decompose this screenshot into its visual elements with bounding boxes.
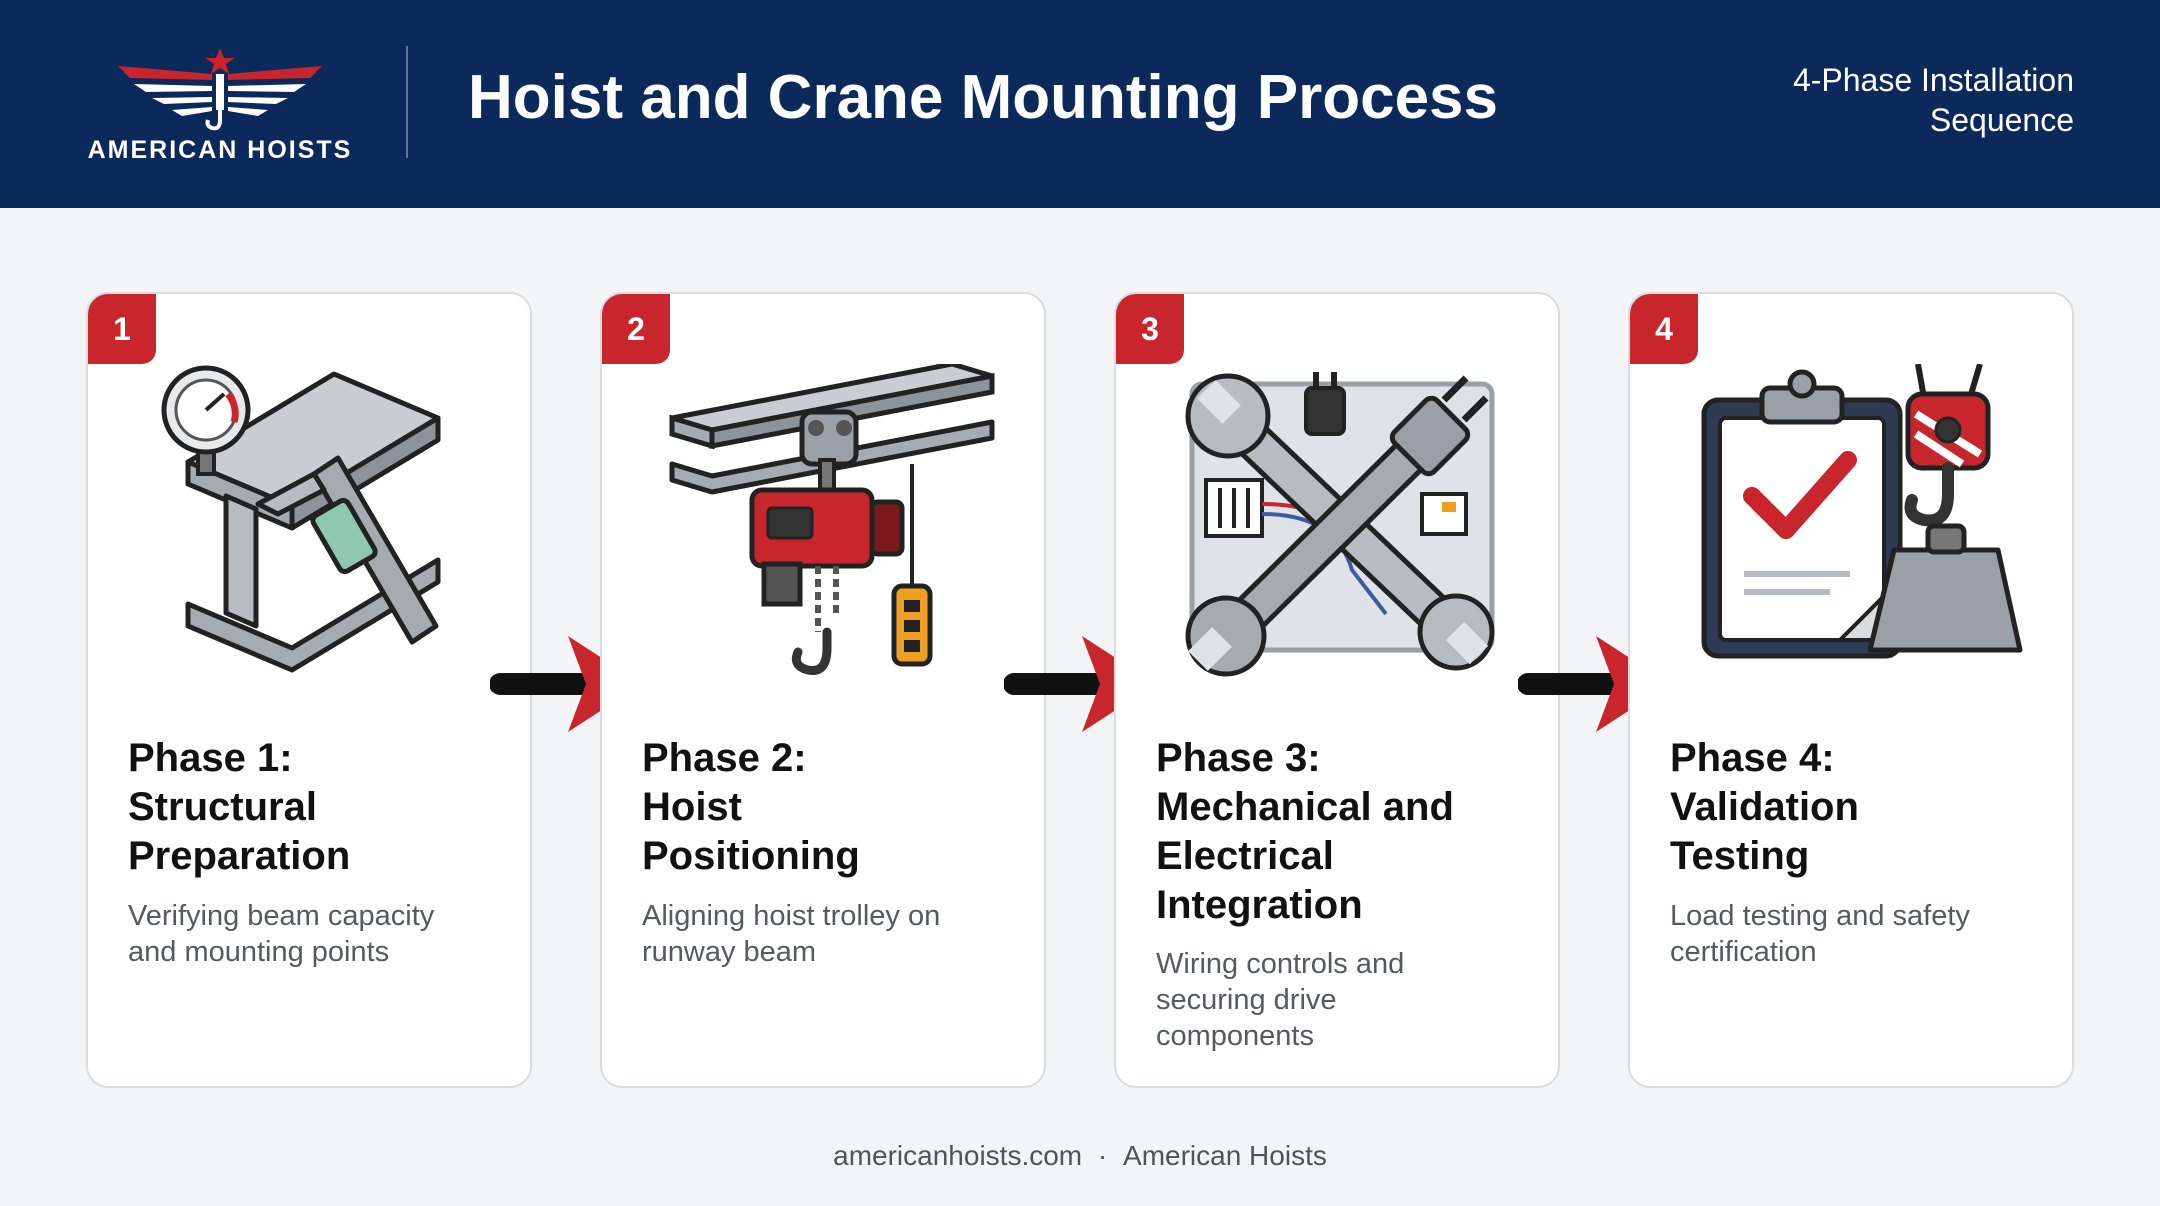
header-divider xyxy=(406,46,408,158)
page-title: Hoist and Crane Mounting Process xyxy=(468,63,1499,132)
page-subtitle: 4-Phase Installation Sequence xyxy=(1792,62,2074,138)
footer-site-link[interactable]: americanhoists.com xyxy=(833,1140,1083,1171)
phase-description: Aligning hoist trolley on runway beam xyxy=(642,900,941,968)
phase-number-badge: 3 xyxy=(1116,294,1184,364)
phase-card-1: 1 Phase 1: Structural Preparation Verify… xyxy=(86,292,532,1088)
phase-description: Load testing and safety certification xyxy=(1670,900,1970,968)
phase-number-badge: 2 xyxy=(602,294,670,364)
phase-card-4: 4 Phase 4: Validation Testing Load testi… xyxy=(1628,292,2074,1088)
footer-brand: American Hoists xyxy=(1123,1140,1327,1171)
footer-separator: · xyxy=(1097,1140,1108,1171)
phase-title: Phase 1: Structural Preparation xyxy=(128,736,351,878)
eagle-hook-logo-icon xyxy=(118,48,322,131)
hoist-trolley-icon xyxy=(669,364,995,676)
phase-title: Phase 2: Hoist Positioning xyxy=(642,736,860,878)
header-banner: AMERICAN HOISTS Hoist and Crane Mounting… xyxy=(0,0,2160,208)
phase-number-badge: 4 xyxy=(1630,294,1698,364)
wrench-plug-panel-icon xyxy=(1185,372,1495,677)
phase-number-badge: 1 xyxy=(88,294,156,364)
brand-name: AMERICAN HOISTS xyxy=(87,136,353,164)
phase-description: Wiring controls and securing drive compo… xyxy=(1156,948,1405,1052)
phase-card-2: 2 Phase 2: Hoist Positioning Aligning ho… xyxy=(600,292,1046,1088)
phase-description: Verifying beam capacity and mounting poi… xyxy=(128,900,435,968)
footer: americanhoists.com · American Hoists xyxy=(0,1140,2160,1172)
phase-title: Phase 3: Mechanical and Electrical Integ… xyxy=(1156,736,1454,927)
phase-card-3: 3 Phase 3: Mechanical and Electric xyxy=(1114,292,1560,1088)
brand-logo[interactable]: AMERICAN HOISTS xyxy=(80,44,360,164)
phase-title: Phase 4: Validation Testing xyxy=(1670,736,1859,878)
clipboard-hook-weight-icon xyxy=(1701,364,2023,659)
beam-gauge-caliper-icon xyxy=(161,365,441,673)
